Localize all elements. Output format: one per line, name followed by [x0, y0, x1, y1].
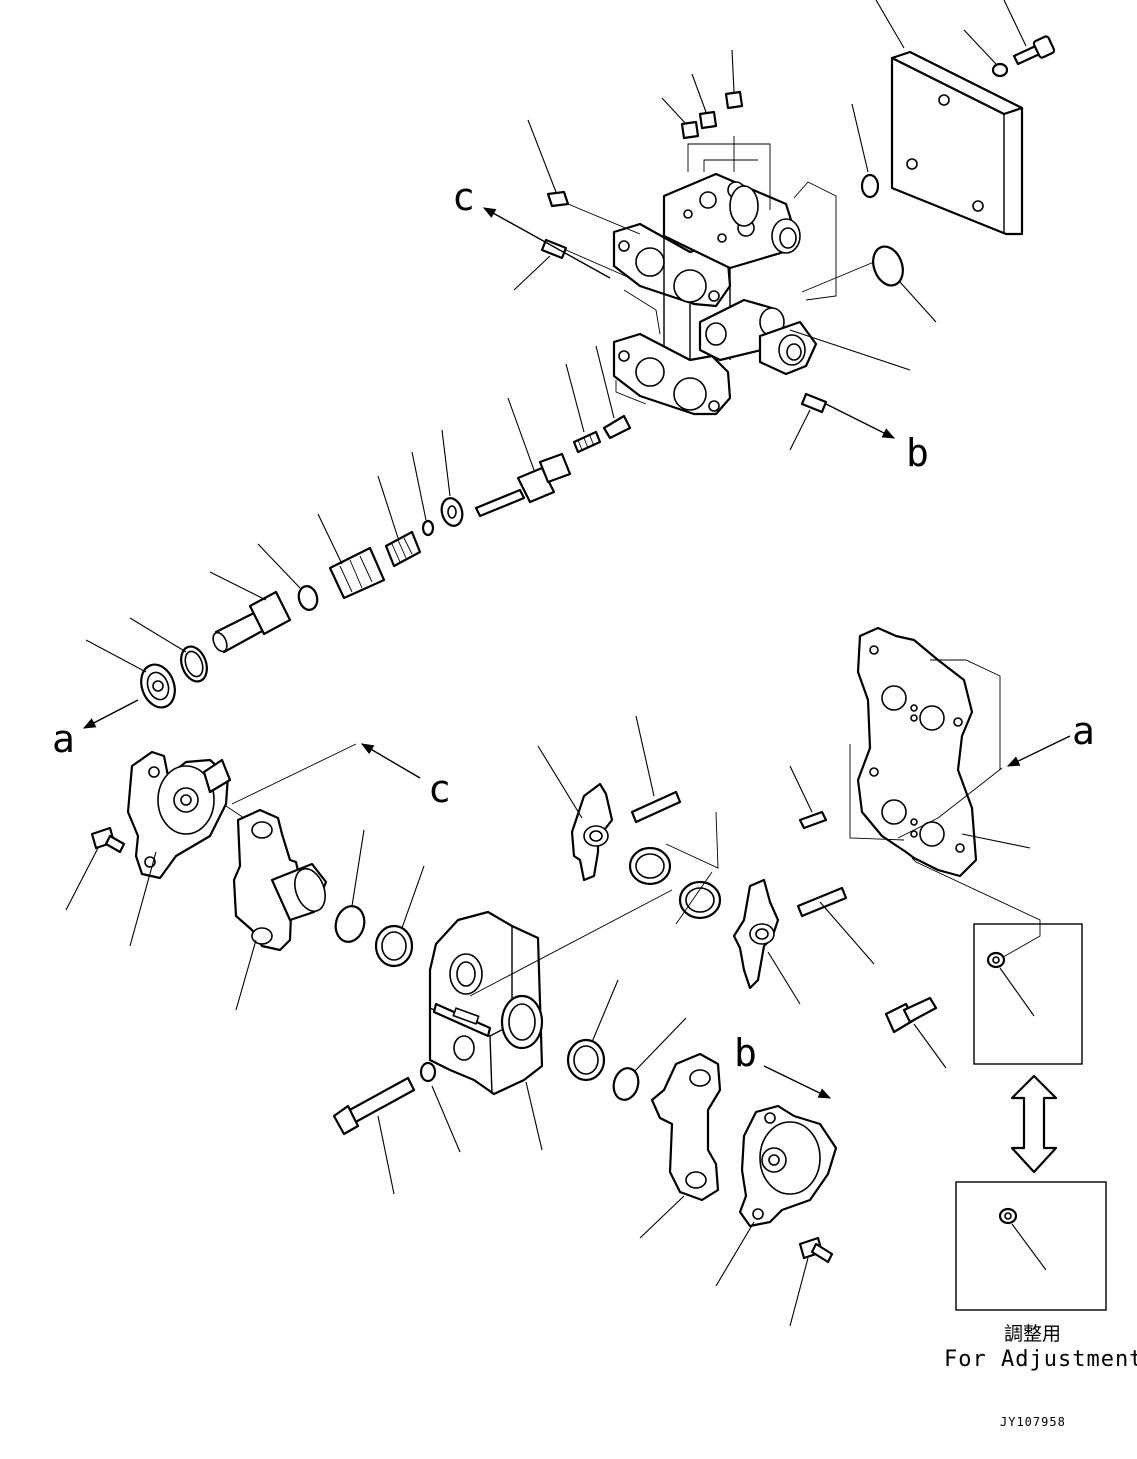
interchange-double-arrow — [1010, 1074, 1058, 1174]
hex-bolt-right — [884, 996, 947, 1069]
rocker-arm-lower — [732, 878, 801, 1005]
plug-screw-3 — [724, 49, 744, 110]
bushing-pair — [628, 811, 722, 925]
spring-medium — [377, 475, 422, 568]
pump-body — [428, 889, 673, 1151]
spool-poppet — [595, 345, 632, 440]
o-ring-mid-left — [334, 829, 366, 943]
ref-label-c-top: c — [452, 175, 475, 219]
spring-large — [317, 513, 386, 600]
gasket-plate — [849, 626, 1041, 961]
cover-bolt — [1003, 0, 1056, 66]
rocker-arm-upper — [537, 745, 614, 882]
plunger — [209, 571, 292, 654]
spring-seat — [257, 543, 319, 611]
flange-bolt-right — [789, 1236, 834, 1327]
ref-label-a-left: a — [52, 717, 75, 761]
pin-right — [789, 765, 828, 830]
caption-english: For Adjustment — [944, 1347, 1137, 1372]
pin-lower — [796, 886, 875, 965]
o-ring-large-top — [801, 245, 937, 323]
plug-screw-2 — [691, 73, 718, 130]
flange-bolt-left — [65, 826, 126, 911]
ref-label-b-top: b — [906, 431, 929, 475]
spool-spring-small — [565, 363, 602, 454]
ref-label-a-right: a — [1072, 709, 1095, 753]
spool — [474, 397, 572, 518]
cover-plate — [875, 0, 1024, 236]
end-cover-a — [126, 750, 245, 947]
link-lever-left — [232, 808, 328, 1011]
ref-label-b-bottom: b — [734, 1031, 757, 1075]
ref-label-c-mid: c — [428, 767, 451, 811]
dowel-pin-c — [513, 238, 631, 291]
o-ring-plug — [129, 617, 208, 683]
drawing-code: JY107958 — [1000, 1415, 1066, 1429]
o-ring-small-top — [851, 103, 880, 199]
detail-box-standard — [973, 923, 1083, 1065]
dowel-pin-b — [789, 392, 828, 451]
cover-washer — [963, 29, 1009, 78]
body-washer — [419, 1061, 461, 1153]
plug-screw-1 — [661, 97, 700, 140]
o-ring-mid-right — [612, 1017, 687, 1101]
detail-box-adjustment — [955, 1181, 1107, 1311]
pin-upper — [630, 715, 682, 824]
plug-screw-4 — [527, 119, 641, 235]
spool-washer — [440, 429, 464, 527]
link-lever-right — [639, 1052, 722, 1239]
long-bolt — [332, 1076, 416, 1195]
bushing-left — [374, 865, 425, 968]
spool-ring — [411, 451, 435, 537]
valve-body-top — [612, 136, 911, 416]
plug-nut — [85, 639, 176, 709]
bushing-right — [566, 979, 619, 1082]
end-cover-b — [715, 1104, 838, 1287]
caption-japanese: 調整用 — [1004, 1323, 1061, 1345]
